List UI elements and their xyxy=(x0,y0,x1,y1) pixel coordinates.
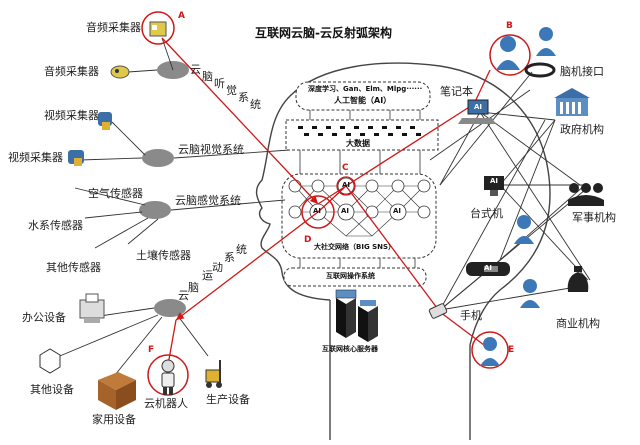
layer-connectors xyxy=(299,110,421,268)
desktop-icon xyxy=(484,176,504,196)
business-label: 商业机构 xyxy=(556,317,600,330)
bci-label: 脑机接口 xyxy=(560,65,604,78)
forklift-icon xyxy=(205,360,222,388)
laptop-label: 笔记本 xyxy=(440,85,473,98)
auditory-system-char: 系 xyxy=(238,91,249,104)
air-sensor-label: 空气传感器 xyxy=(88,187,143,200)
vr-glasses-icon xyxy=(466,262,510,276)
network-nodes xyxy=(288,177,431,221)
ai-label: 人工智能（AI） xyxy=(334,96,392,105)
video-collector-label: 视频采集器 xyxy=(44,109,99,122)
visual-system-label: 云脑视觉系统 xyxy=(178,143,244,156)
server-label: 互联网核心服务器 xyxy=(322,345,378,353)
other-sensor-label: 其他传感器 xyxy=(46,261,101,274)
government-icon xyxy=(554,88,590,116)
head-outline xyxy=(255,62,551,440)
military-label: 军事机构 xyxy=(572,211,616,224)
marker-a: A xyxy=(178,11,185,21)
ai-node-label: AI xyxy=(393,207,402,215)
ai-node-label: AI xyxy=(341,207,350,215)
marker-e: E xyxy=(508,345,515,355)
marker-circles xyxy=(141,11,531,396)
auditory-system-char: 听 xyxy=(214,77,225,90)
sensory-system-label: 云脑感觉系统 xyxy=(175,194,241,207)
audio-collector-label: 音频采集器 xyxy=(44,65,99,78)
auditory-system-char: 云 xyxy=(190,63,201,76)
other-device-label: 其他设备 xyxy=(30,383,74,396)
person-icon xyxy=(480,337,500,366)
big-data-marks xyxy=(298,126,421,136)
left-hubs xyxy=(139,61,189,317)
marker-f: F xyxy=(148,345,155,355)
auditory-system-char: 觉 xyxy=(226,84,237,97)
marker-circle-d xyxy=(301,195,335,229)
bci-headband-icon xyxy=(524,62,556,78)
hexagon-icon xyxy=(39,348,61,374)
phone-label: 手机 xyxy=(460,309,482,322)
audio-collector-label: 音频采集器 xyxy=(86,21,141,34)
person-icon xyxy=(536,27,556,56)
production-label: 生产设备 xyxy=(206,393,250,406)
marker-c: C xyxy=(342,163,349,173)
marker-circle-e xyxy=(471,331,509,369)
audio-icon xyxy=(149,21,167,37)
desktop-label: 台式机 xyxy=(470,207,503,220)
motor-system-char: 统 xyxy=(236,243,247,256)
big-data-label: 大数据 xyxy=(346,139,370,148)
ai-node-label: AI xyxy=(313,207,322,215)
sns-box xyxy=(281,173,437,259)
person-icon xyxy=(514,215,534,244)
person-icon xyxy=(520,279,540,308)
reflex-arcs xyxy=(161,37,491,366)
marker-b: B xyxy=(506,21,513,31)
laptop-icon xyxy=(458,99,496,124)
auditory-system-char: 脑 xyxy=(202,70,213,83)
camera-icon xyxy=(98,112,112,130)
os-box xyxy=(283,267,427,287)
box-icon xyxy=(98,372,136,410)
server-icon xyxy=(335,289,378,342)
marker-circle-a xyxy=(141,11,175,45)
os-label: 互联网操作系统 xyxy=(326,272,375,280)
military-icon xyxy=(568,183,604,206)
marker-d: D xyxy=(304,235,312,245)
ai-box xyxy=(295,81,431,111)
sensory-hub xyxy=(139,201,171,219)
office-device-label: 办公设备 xyxy=(22,311,66,324)
sns-label: 大社交网络（BIG SNS） xyxy=(314,243,396,251)
diagram-title: 互联网云脑-云反射弧架构 xyxy=(255,26,392,40)
visual-hub xyxy=(142,149,174,167)
ai-node-label: AI xyxy=(490,177,499,185)
ai-methods-label: 深度学习、Gan、Elm、Mlpg······ xyxy=(308,85,423,93)
video-collector-label: 视频采集器 xyxy=(8,151,63,164)
camera-icon xyxy=(68,150,84,166)
motor-system-char: 系 xyxy=(224,251,235,264)
government-label: 政府机构 xyxy=(560,123,604,136)
marker-circle-f xyxy=(147,354,189,396)
robot-label: 云机器人 xyxy=(144,397,188,410)
ai-node-label: AI xyxy=(474,103,483,111)
water-sensor-label: 水系传感器 xyxy=(28,219,83,232)
moneybag-icon xyxy=(567,266,589,292)
printer-icon xyxy=(79,293,105,323)
motor-system-char: 脑 xyxy=(188,281,199,294)
phone-icon xyxy=(428,303,448,319)
soil-sensor-label: 土壤传感器 xyxy=(136,249,191,262)
marker-circle-b xyxy=(489,34,531,76)
motor-system-char: 运 xyxy=(202,269,213,282)
person-icon xyxy=(496,36,520,70)
home-device-label: 家用设备 xyxy=(92,413,136,426)
motor-system-char: 动 xyxy=(212,261,223,274)
ai-node-label: AI xyxy=(484,264,493,272)
auditory-system-char: 统 xyxy=(250,98,261,111)
ai-node-label: AI xyxy=(342,181,351,189)
audio-icon xyxy=(110,65,130,79)
motor-system-char: 云 xyxy=(178,289,189,302)
robot-icon xyxy=(161,359,175,395)
